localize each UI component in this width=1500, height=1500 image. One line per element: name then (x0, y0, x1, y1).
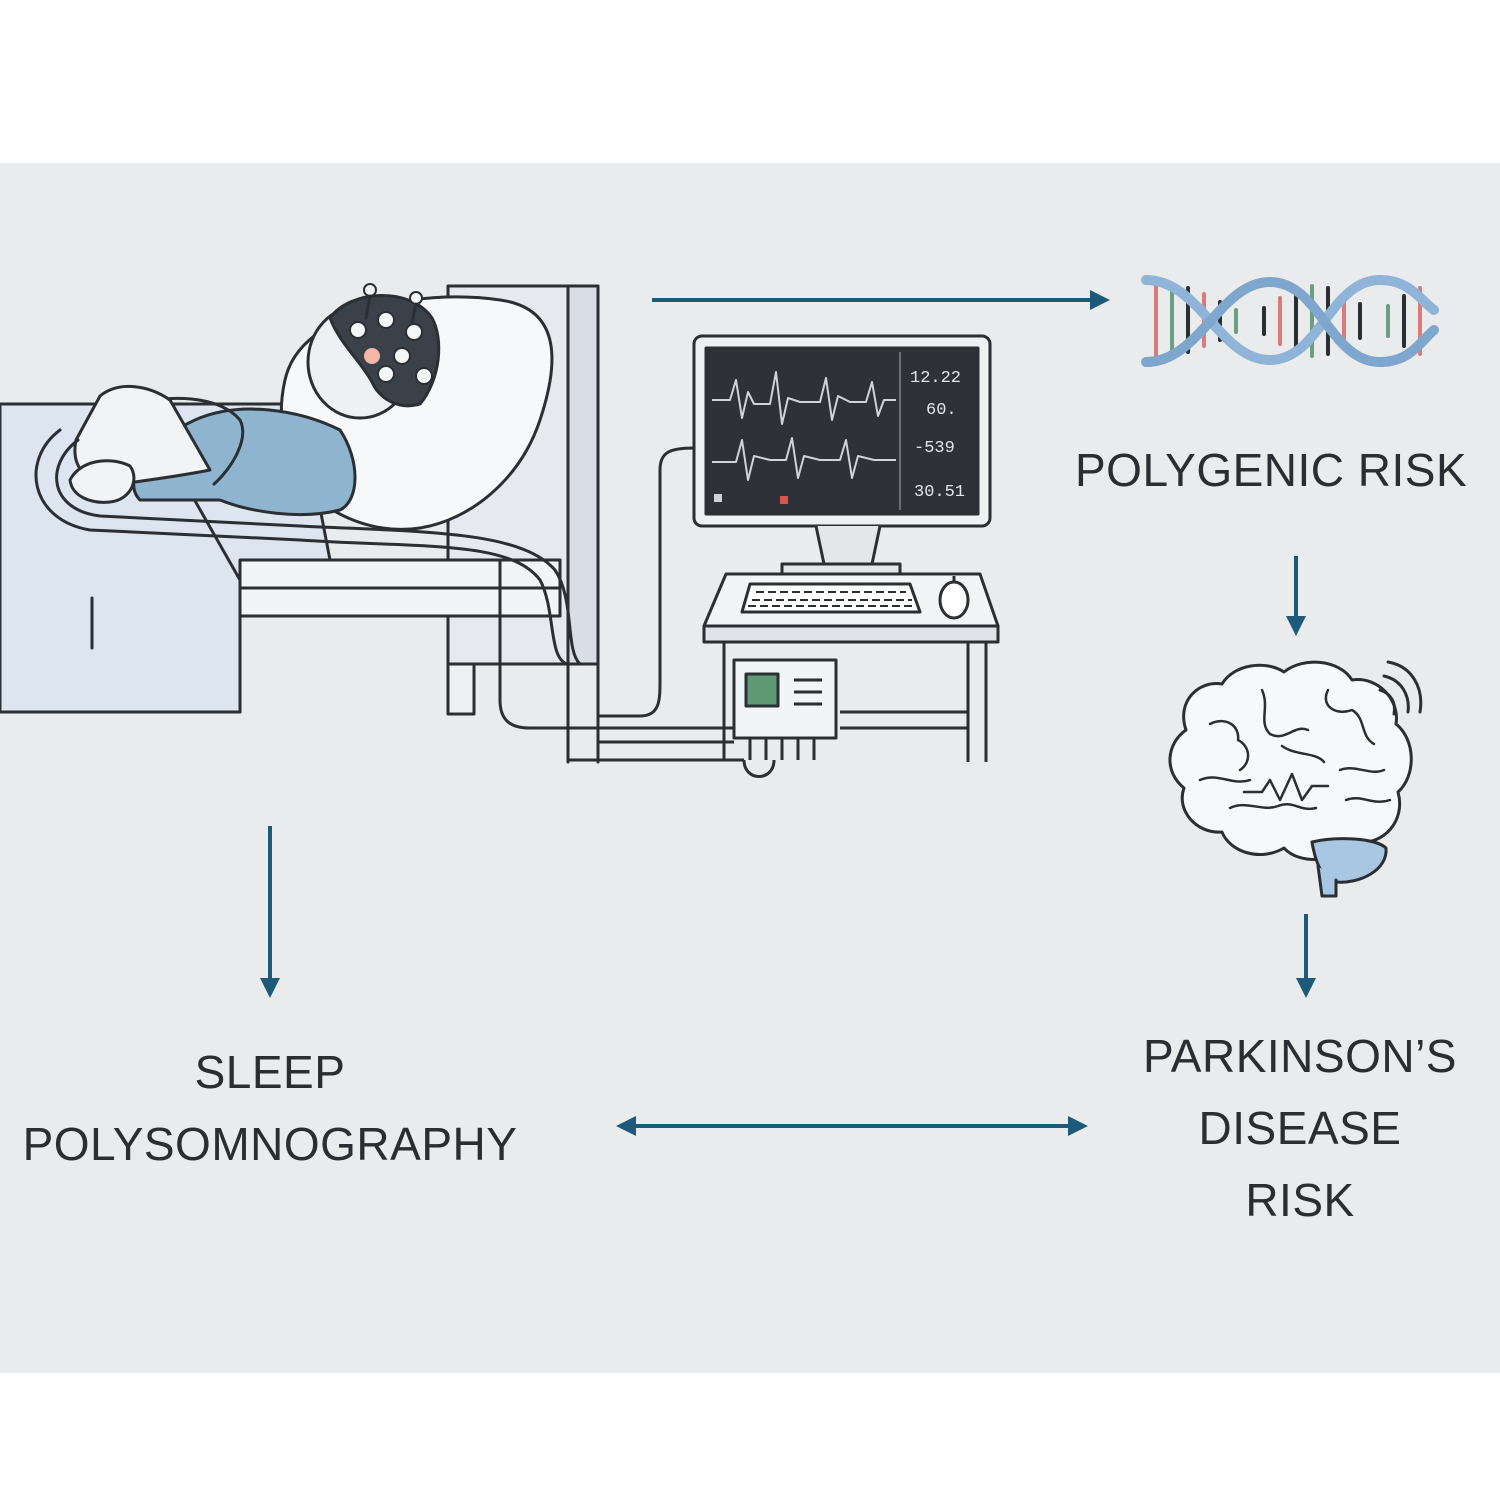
polygenic-risk-label: POLYGENIC RISK (1075, 434, 1500, 506)
readout-1: 12.22 (910, 369, 961, 388)
signal-waves-icon (1378, 660, 1423, 716)
monitor-readouts: 12.22 60. -539 30.51 (910, 369, 965, 502)
dna-helix-icon (1141, 274, 1439, 368)
monitor-icon (498, 334, 1000, 778)
mouse-icon (938, 580, 970, 620)
pd-line-3: RISK (1245, 1174, 1355, 1226)
sleep-line-1: SLEEP (194, 1046, 346, 1098)
parkinsons-disease-risk-label: PARKINSON’S DISEASE RISK (1100, 1020, 1500, 1236)
readout-4: 30.51 (914, 483, 965, 502)
polygenic-risk-text: POLYGENIC RISK (1075, 444, 1468, 496)
eeg-cap-icon (349, 283, 433, 385)
sleep-polysomnography-label: SLEEP POLYSOMNOGRAPHY (0, 1036, 540, 1180)
patient-in-bed-illustration (0, 283, 600, 764)
readout-3: -539 (914, 439, 955, 458)
readout-2: 60. (926, 401, 957, 420)
brain-icon (1168, 660, 1423, 898)
flow-arrows (260, 290, 1316, 1136)
pd-line-1: PARKINSON’S (1143, 1030, 1457, 1082)
pd-line-2: DISEASE (1198, 1102, 1402, 1154)
keyboard-icon (740, 582, 922, 614)
sleep-line-2: POLYSOMNOGRAPHY (22, 1118, 518, 1170)
